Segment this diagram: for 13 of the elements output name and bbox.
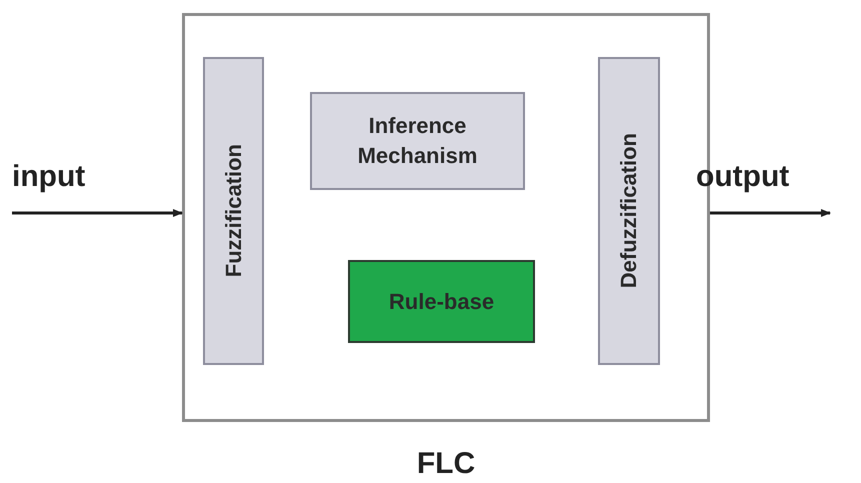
stage-bar <box>598 57 660 365</box>
box-title: FLC <box>416 446 476 482</box>
box-label: Rule-base <box>388 288 496 316</box>
stage-bar <box>203 57 264 365</box>
io-label: output <box>696 162 790 192</box>
process-box <box>348 260 535 343</box>
arrow <box>12 209 183 217</box>
box-label: Inference Mechanism <box>356 112 478 170</box>
io-label: input <box>12 162 86 192</box>
box-label: Defuzzification <box>615 133 642 289</box>
arrow <box>710 209 831 217</box>
box-label: Fuzzification <box>220 144 247 278</box>
process-box <box>310 92 525 190</box>
